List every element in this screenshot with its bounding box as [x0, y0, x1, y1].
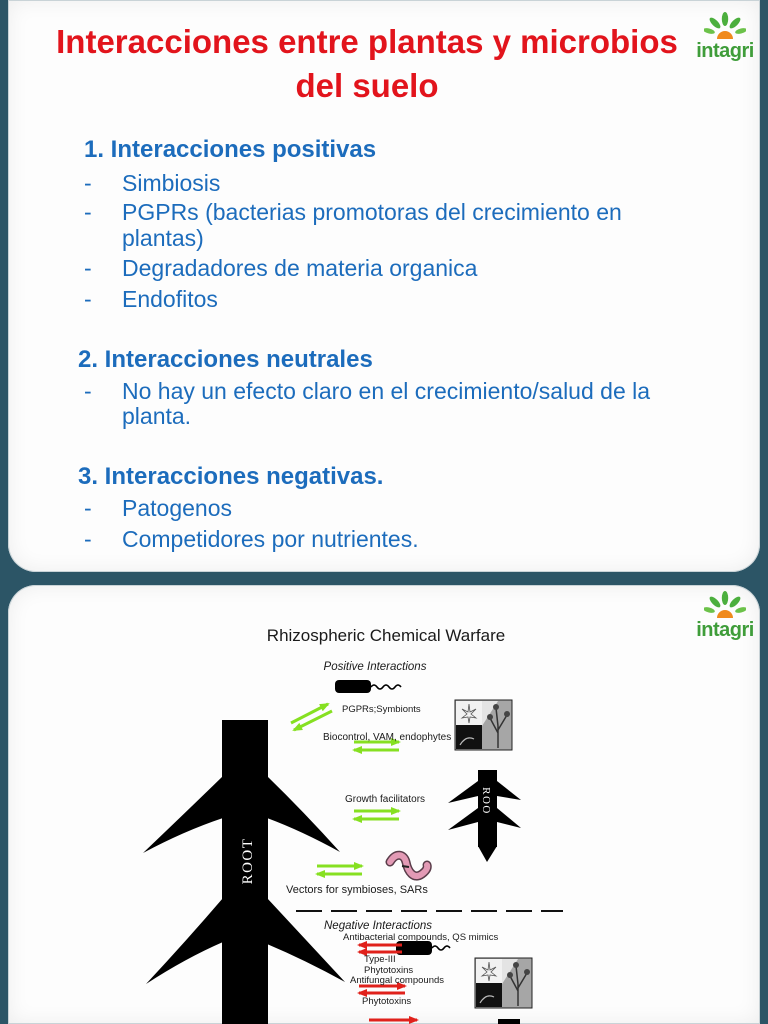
section-heading-positive: 1. Interacciones positivas	[84, 136, 377, 163]
diagram-title: Rhizospheric Chemical Warfare	[267, 626, 505, 645]
intagri-leaf-sun-icon	[704, 591, 746, 618]
label-phytotoxins: Phytotoxins	[362, 996, 411, 1007]
bacterium-icon	[335, 680, 402, 693]
list-item-text: Degradadores de materia organica	[122, 255, 478, 281]
logo-text: intagri	[696, 619, 754, 641]
intagri-logo: intagri	[690, 12, 760, 64]
bacterium-icon	[396, 941, 451, 955]
small-root-branch	[448, 808, 478, 830]
plant-photo-thumbnail	[474, 957, 533, 1009]
rhizosphere-diagram: ROOT ROO	[143, 626, 563, 1024]
label-biocontrol: Biocontrol, VAM, endophytes	[323, 732, 451, 743]
intagri-leaf-sun-icon	[704, 12, 746, 39]
bullet-dash: -	[84, 255, 92, 281]
label-vectors: Vectors for symbioses, SARs	[286, 884, 428, 896]
list-item: - Patogenos	[8, 495, 760, 521]
list-item: - Endofitos	[8, 286, 760, 312]
bullet-dash: -	[84, 286, 92, 312]
bullet-dash: -	[84, 199, 92, 225]
root-branch-right-upper	[267, 776, 340, 852]
label-phytotoxins: Phytotoxins	[364, 965, 413, 976]
positive-interactions-heading: Positive Interactions	[324, 661, 427, 673]
negative-arrows	[357, 941, 419, 1024]
bullet-dash: -	[84, 495, 92, 521]
section-heading-negative: 3. Interacciones negativas.	[78, 463, 384, 490]
bullet-dash: -	[84, 526, 92, 552]
slide-title-line-2: del suelo	[295, 67, 439, 104]
logo-text: intagri	[696, 40, 754, 62]
bullet-dash: -	[84, 378, 92, 404]
list-item-text: plantas)	[122, 225, 204, 251]
small-root-label: ROO	[480, 787, 492, 815]
list-item: - Degradadores de materia organica	[8, 255, 760, 281]
list-item-text: Endofitos	[122, 286, 218, 312]
list-item-text: Competidores por nutrientes.	[122, 526, 419, 552]
slide-1: intagri Interacciones entre plantas y mi…	[8, 0, 760, 572]
list-item-text: Simbiosis	[122, 170, 221, 196]
root-label: ROOT	[240, 838, 256, 885]
root-branch-right-lower	[267, 898, 345, 982]
list-item-text: PGPRs (bacterias promotoras del crecimie…	[122, 199, 622, 225]
slide-2: intagri ROOT	[8, 585, 760, 1024]
section-heading-neutral: 2. Interacciones neutrales	[78, 346, 373, 373]
plant-photo-thumbnail	[454, 699, 513, 751]
negative-interactions-heading: Negative Interactions	[324, 920, 432, 932]
large-root	[143, 720, 345, 1024]
list-item: - Competidores por nutrientes.	[8, 526, 760, 552]
positive-arrows	[290, 702, 401, 878]
list-item: - No hay un efecto claro en el crecimien…	[8, 378, 760, 404]
label-antibacterial: Antibacterial compounds, QS mimics	[343, 932, 498, 943]
bullet-dash: -	[84, 170, 92, 196]
green-arrow	[292, 709, 333, 732]
root-trunk	[222, 720, 268, 1024]
list-item: - Simbiosis	[8, 170, 760, 196]
small-root-branch	[448, 781, 478, 803]
root-branch-left-lower	[146, 898, 223, 984]
slide-title-line-1: Interacciones entre plantas y microbios	[56, 23, 678, 60]
label-type-iii: Type-III	[364, 954, 396, 965]
label-antifungal: Antifungal compounds	[350, 975, 444, 986]
label-growth-facilitators: Growth facilitators	[345, 794, 425, 805]
small-root-trunk	[478, 770, 497, 847]
earthworm-icon	[385, 850, 432, 881]
list-item-text: Patogenos	[122, 495, 232, 521]
small-root-branch	[497, 781, 521, 800]
list-item-continuation: plantas)	[8, 225, 760, 251]
list-item-continuation: planta.	[8, 403, 760, 429]
intagri-logo: intagri	[690, 591, 760, 643]
list-item: - PGPRs (bacterias promotoras del crecim…	[8, 199, 760, 225]
label-pgprs-symbionts: PGPRs;Symbionts	[342, 704, 421, 715]
root-branch-left-upper	[143, 776, 223, 853]
cropped-figure-element	[498, 1019, 520, 1024]
small-root-tip	[478, 846, 497, 862]
small-root	[448, 770, 521, 862]
green-arrow	[290, 702, 330, 725]
list-item-text: No hay un efecto claro en el crecimiento…	[122, 378, 651, 404]
small-root-branch	[497, 808, 521, 828]
list-item-text: planta.	[122, 403, 192, 429]
